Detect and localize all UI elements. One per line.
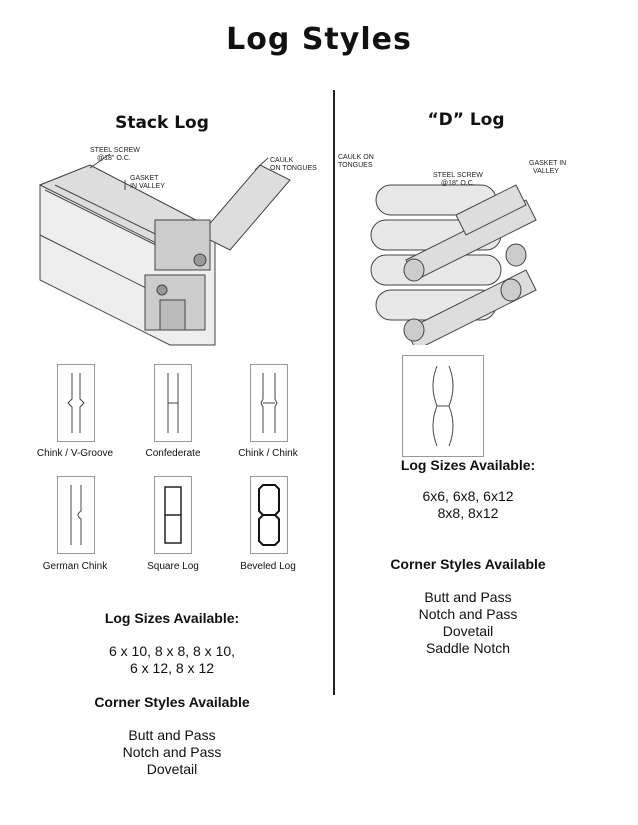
profile-label: Square Log xyxy=(147,561,199,572)
stack-sizes-line: 6 x 10, 8 x 8, 8 x 10, xyxy=(108,643,236,659)
profile-german-chink xyxy=(57,476,95,554)
callout-caulk-2: TONGUES xyxy=(338,162,373,169)
callout-gasket-2: IN VALLEY xyxy=(130,183,165,190)
d-sizes-line: 6x6, 6x8, 6x12 xyxy=(422,488,514,504)
svg-text:STEEL SCREW @18" O.C. GASK: STEEL SCREW @18" O.C. GASKET IN VALLEY C… xyxy=(90,147,317,190)
d-corner-item: Dovetail xyxy=(442,623,494,639)
callout-gasket: GASKET xyxy=(130,175,159,182)
d-sizes-line: 8x8, 8x12 xyxy=(437,505,499,521)
profile-label: Chink / Chink xyxy=(238,448,298,459)
stack-log-illustration: STEEL SCREW @18" O.C. GASKET IN VALLEY C… xyxy=(38,147,317,346)
stack-sizes-heading: Log Sizes Available: xyxy=(104,610,240,626)
d-log-illustration: CAULK ON TONGUES STEEL SCREW @18" O.C. G… xyxy=(338,154,568,345)
callout-steel-screw: STEEL SCREW xyxy=(433,172,483,179)
profile-confederate xyxy=(154,364,192,442)
svg-text:CAULK ON TONGUES STEEL SCR: CAULK ON TONGUES STEEL SCREW @18" O.C. G… xyxy=(338,154,568,187)
profile-square-log xyxy=(154,476,192,554)
callout-steel-screw: STEEL SCREW xyxy=(90,147,140,154)
d-sizes-heading: Log Sizes Available: xyxy=(400,457,536,473)
stack-corners-heading: Corner Styles Available xyxy=(94,694,250,710)
callout-caulk-2: ON TONGUES xyxy=(270,165,317,172)
profile-label: German Chink xyxy=(42,561,108,572)
d-corner-item: Saddle Notch xyxy=(425,640,511,656)
profile-beveled-log xyxy=(250,476,288,554)
d-corner-item: Notch and Pass xyxy=(418,606,518,622)
profile-chink-v-groove xyxy=(57,364,95,442)
callout-steel-screw-spacing: @18" O.C. xyxy=(97,155,131,162)
callout-gasket-2: VALLEY xyxy=(533,168,559,175)
stack-corner-item: Notch and Pass xyxy=(122,744,222,760)
page-title: Log Styles xyxy=(226,22,412,57)
profile-chink-chink xyxy=(250,364,288,442)
d-log-heading: “D” Log xyxy=(427,110,505,130)
callout-gasket: GASKET IN xyxy=(529,160,566,167)
stack-corner-item: Butt and Pass xyxy=(128,727,216,743)
callout-caulk: CAULK ON xyxy=(338,154,374,161)
profile-label: Beveled Log xyxy=(240,561,296,572)
d-corners-heading: Corner Styles Available xyxy=(390,556,546,572)
stack-corner-item: Dovetail xyxy=(146,761,198,777)
d-corner-item: Butt and Pass xyxy=(424,589,512,605)
callout-steel-screw-spacing: @18" O.C. xyxy=(441,180,475,187)
column-divider xyxy=(333,90,335,695)
profile-label: Confederate xyxy=(145,448,201,459)
callout-caulk: CAULK xyxy=(270,157,294,164)
profile-label: Chink / V-Groove xyxy=(36,448,114,459)
stack-log-heading: Stack Log xyxy=(115,113,209,133)
d-log-profile xyxy=(402,355,484,457)
stack-sizes-line: 6 x 12, 8 x 12 xyxy=(129,660,215,676)
